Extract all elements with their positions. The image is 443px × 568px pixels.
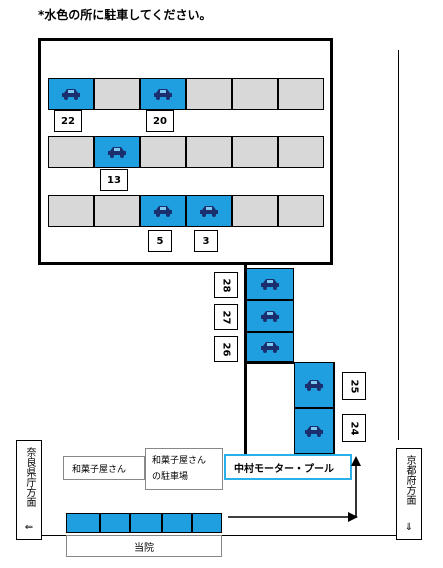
space-number-24-text: 24 [348,421,360,435]
route-arrowhead-up [351,456,361,466]
parking-space-25[interactable] [294,362,334,408]
road-line-right [398,50,399,440]
lot-wall-left [38,38,41,265]
space-number-25: 25 [342,372,366,400]
car-icon [62,89,80,100]
car-icon [261,342,279,353]
space-number-24: 24 [342,414,366,442]
parking-space [278,78,324,110]
car-icon [261,311,279,322]
parking-space-5[interactable] [140,195,186,227]
space-number-27: 27 [214,304,238,330]
lot-wall-right [330,38,333,265]
parking-space [278,195,324,227]
parking-row-3 [48,195,328,227]
route-arrowhead-right [348,512,358,522]
parking-space [186,136,232,168]
space-number-28-text: 28 [220,278,232,292]
parking-space [94,78,140,110]
column-wall-left [244,264,247,454]
column-wall-inner [244,362,294,364]
space-number-13: 13 [100,169,128,191]
hospital-space[interactable] [192,513,222,533]
parking-row-2 [48,136,328,168]
space-number-28: 28 [214,272,238,298]
nakamura-motor-pool-label: 中村モーター・プール [234,463,334,475]
wagashi-shop-label: 和菓子屋さん [72,464,127,475]
parking-space-20[interactable] [140,78,186,110]
hospital-space[interactable] [130,513,162,533]
kyoto-direction-label: 京都府方面 [404,455,415,505]
parking-space [278,136,324,168]
lot-wall-top [38,38,333,41]
parking-space-22[interactable] [48,78,94,110]
car-icon [108,147,126,158]
car-icon [305,380,323,391]
space-number-5: 5 [148,230,172,252]
hospital-space[interactable] [66,513,100,533]
car-icon [305,426,323,437]
parking-space-3[interactable] [186,195,232,227]
space-number-20: 20 [146,110,174,132]
wagashi-parking: 和菓子屋さん の駐車場 [145,448,223,490]
parking-space-24[interactable] [294,408,334,454]
nara-arrow: ⇐ [24,522,34,533]
lot-wall-bottom [38,262,333,265]
nara-direction-sign: 奈良県庁方面 ⇐ [16,440,42,540]
car-icon [261,279,279,290]
parking-space-26[interactable] [246,332,294,362]
wagashi-parking-label: 和菓子屋さん の駐車場 [152,456,207,482]
hospital-space[interactable] [162,513,192,533]
column-wall-right [333,362,335,454]
instruction-title: *水色の所に駐車してください。 [38,8,212,22]
parking-space-28[interactable] [246,268,294,300]
hospital-label: 当院 [134,542,154,554]
parking-space [232,195,278,227]
parking-space [140,136,186,168]
space-number-25-text: 25 [348,379,360,393]
parking-space-13[interactable] [94,136,140,168]
hospital-space[interactable] [100,513,130,533]
space-number-3: 3 [194,230,218,252]
hospital-parking-row [66,513,226,533]
nakamura-motor-pool: 中村モーター・プール [224,454,352,480]
space-number-26: 26 [214,336,238,362]
parking-space-27[interactable] [246,300,294,332]
kyoto-arrow: ⇓ [404,522,414,533]
parking-space [232,136,278,168]
car-icon [154,89,172,100]
parking-space [48,195,94,227]
parking-space [94,195,140,227]
car-icon [200,206,218,217]
car-icon [154,206,172,217]
parking-row-1 [48,78,328,110]
space-number-26-text: 26 [220,342,232,356]
hospital-building: 当院 [66,535,222,557]
parking-space [232,78,278,110]
space-number-27-text: 27 [220,310,232,324]
nara-direction-label: 奈良県庁方面 [24,447,35,507]
space-number-22: 22 [54,110,82,132]
parking-space [48,136,94,168]
parking-space [186,78,232,110]
kyoto-direction-sign: 京都府方面 ⇓ [396,448,422,540]
wagashi-shop: 和菓子屋さん [63,456,145,480]
